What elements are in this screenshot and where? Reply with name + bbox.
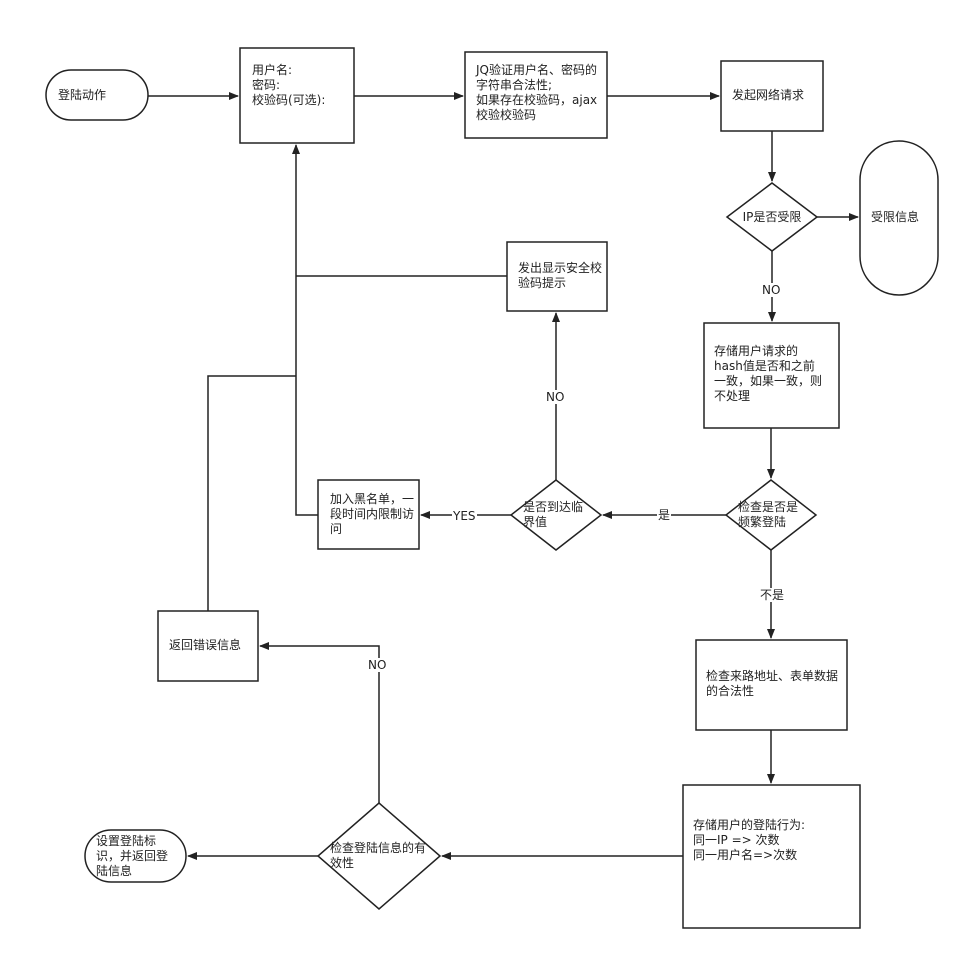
store-hash-label: 存储用户请求的hash值是否和之前一致，如果一致，则不处理 [714,344,823,403]
check-frequent-label: 检查是否是频繁登陆 [738,500,799,529]
edge-label-frequent-yes: 是 [657,508,672,522]
check-source-node [695,639,848,731]
check-valid-decision [316,802,442,910]
login-action-node [45,69,149,121]
check-source-label: 检查来路地址、表单数据的合法性 [706,669,839,698]
input-fields-node [239,47,355,144]
input-fields-label: 用户名: 密码: 校验码(可选): [252,63,326,107]
return-error-label: 返回错误信息 [169,638,242,652]
edge-blacklist-to-input [292,144,318,516]
check-valid-label: 检查登陆信息的有效性 [330,841,427,870]
send-request-node [720,60,824,132]
show-captcha-node [506,241,608,312]
edge-label-frequent-no: 不是 [759,588,786,602]
jq-validate-label: JQ验证用户名、密码的字符串合法性; 如果存在校验码，ajax校验校验码 [476,63,598,122]
store-hash-node [703,322,840,429]
send-request-label: 发起网络请求 [732,88,805,102]
store-behavior-node [682,784,861,929]
ip-restricted-label: IP是否受限 [742,210,802,224]
reach-threshold-decision [509,479,603,551]
blacklist-label: 加入黑名单，一段时间内限制访问 [330,492,415,536]
jq-validate-node [464,51,608,139]
edge-label-ip-no: NO [761,283,782,297]
edge-label-threshold-yes: YES [452,509,477,523]
edge-label-valid-no: NO [367,658,388,672]
show-captcha-label: 发出显示安全校验码提示 [518,261,603,290]
restricted-info-node [859,140,939,296]
edge-label-threshold-no: NO [545,390,566,404]
reach-threshold-label: 是否到达临界值 [523,500,584,529]
set-flag-node [84,829,187,883]
return-error-node [157,610,259,682]
edge-error-to-input [207,375,296,611]
set-flag-label: 设置登陆标识，并返回登陆信息 [96,834,169,878]
store-behavior-label: 存储用户的登陆行为: 同一IP => 次数 同一用户名=>次数 [693,818,806,862]
login-action-label: 登陆动作 [58,88,107,102]
edge-valid-to-error [259,642,380,803]
restricted-info-label: 受限信息 [871,210,920,224]
